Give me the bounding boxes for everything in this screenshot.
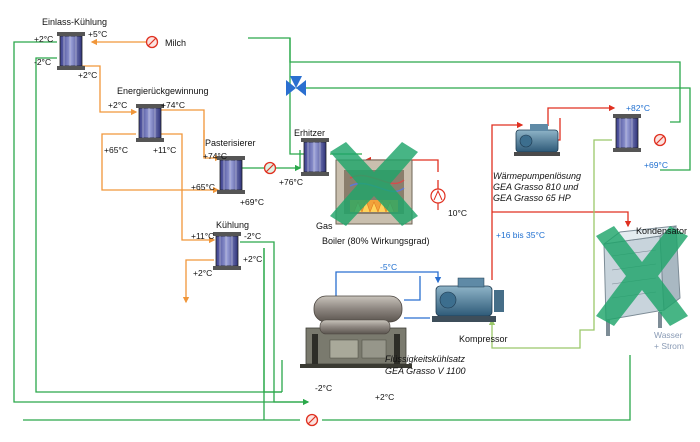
milch-pump [145, 35, 159, 49]
kompressor [432, 277, 504, 322]
temp-minus2-b: -2°C [244, 231, 262, 241]
red-lines [349, 104, 632, 280]
hx-kuehlung [213, 232, 241, 270]
kondensator-cross-icon [596, 226, 688, 326]
hx-energierueckgewinnung [136, 104, 164, 142]
temp-plus11-a: +11°C [153, 145, 177, 155]
temp-plus5: +5°C [88, 29, 108, 39]
temp-minus2-a: -2°C [34, 57, 52, 67]
temp-plus74-a: +74°C [161, 100, 185, 110]
three-way-valve-icon [286, 76, 306, 96]
temp-plus69-a: +69°C [240, 197, 264, 207]
label-waermepumpe-3: GEA Grasso 65 HP [493, 193, 571, 203]
lightgreen-lines [488, 139, 612, 349]
label-pasteurisierer: Pasterisierer [205, 138, 256, 148]
temp-plus2-a: +2°C [34, 34, 54, 44]
label-einlass-kuehlung: Einlass-Kühlung [42, 17, 108, 27]
label-kompressor: Kompressor [459, 334, 508, 344]
label-fluessigkeitskuehlsatz-1: Flüssigkeitskühlsatz [385, 354, 466, 364]
temp-plus76: +76°C [279, 177, 303, 187]
temp-plus2-e: +2°C [193, 268, 213, 278]
hx-heat-pump [613, 114, 641, 152]
temp-plus82: +82°C [626, 103, 650, 113]
heat-pump-compressor [514, 124, 560, 156]
temp-plus2-b: +2°C [78, 70, 98, 80]
hx-erhitzer [301, 138, 329, 176]
bottom-pump [305, 413, 319, 427]
label-strom: + Strom [654, 341, 684, 351]
label-waermepumpe-2: GEA Grasso 810 und [493, 182, 579, 192]
orange-lines [76, 38, 222, 304]
temp-plus2-d: +2°C [243, 254, 263, 264]
label-erhitzer: Erhitzer [294, 128, 326, 138]
temp-plus2-c: +2°C [108, 100, 128, 110]
label-kuehlung: Kühlung [216, 220, 250, 230]
temp-10: 10°C [448, 208, 467, 218]
boiler-cross-icon [330, 142, 418, 226]
temp-minus5: -5°C [380, 262, 398, 272]
temp-plus65-a: +65°C [104, 145, 128, 155]
temp-plus11-b: +11°C [191, 231, 215, 241]
label-kondensator: Kondensator [636, 226, 688, 236]
hx-einlass-kuehlung [57, 32, 85, 70]
label-gas-boiler: Gas [316, 221, 333, 231]
water-inlet-symbol [430, 188, 446, 210]
label-fluessigkeitskuehlsatz-2: GEA Grasso V 1100 [385, 366, 466, 376]
temp-plus2-f: +2°C [375, 392, 395, 402]
temp-plus74-b: +74°C [203, 151, 227, 161]
temp-range: +16 bis 35°C [496, 230, 545, 240]
hx-pasteurisierer [217, 156, 245, 194]
temp-plus69-b: +69°C [644, 160, 668, 170]
label-milch: Milch [165, 38, 187, 48]
fluessigkeitskuehlsatz [300, 295, 412, 368]
label-waermepumpe-1: Wärmepumpenlösung [493, 171, 582, 181]
temp-minus2-c: -2°C [315, 383, 333, 393]
pasteuriser-pump [263, 161, 277, 175]
temp-plus65-b: +65°C [191, 182, 215, 192]
label-boiler: Boiler (80% Wirkungsgrad) [322, 236, 430, 246]
heat-pump-pump [653, 133, 667, 147]
label-energierueckgewinnung: Energierückgewinnung [117, 86, 209, 96]
label-wasser: Wasser [654, 330, 683, 340]
blue-lines [335, 271, 442, 319]
